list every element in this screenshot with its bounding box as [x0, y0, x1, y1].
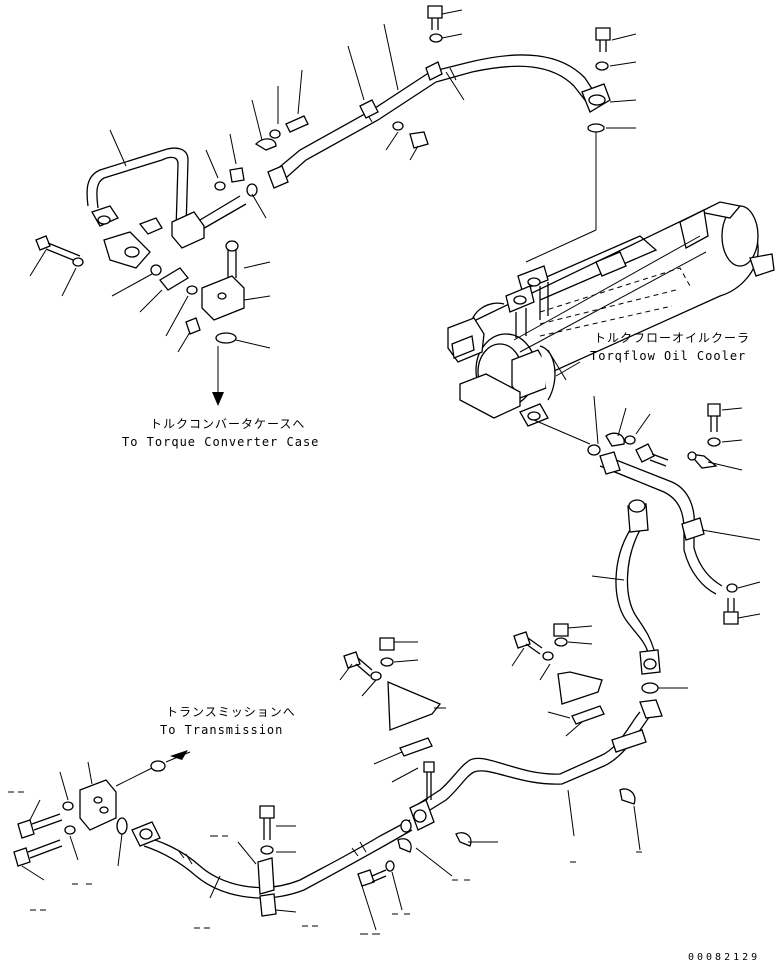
arrow-down-icon [212, 392, 224, 406]
oil-cooler-label-jp: トルクフローオイルクーラ [594, 331, 750, 345]
transmission-label-en: To Transmission [160, 723, 283, 737]
torque-converter-label-en: To Torque Converter Case [122, 435, 319, 449]
torque-converter-label-jp: トルクコンバータケースへ [150, 417, 305, 431]
lower-pipe-assembly [8, 623, 663, 935]
upper-pipe-assembly [29, 5, 637, 392]
arrow-right-icon [170, 750, 188, 760]
transmission-label-jp: トランスミッションへ [166, 705, 296, 719]
oil-cooler-label-en: Torqflow Oil Cooler [590, 349, 746, 363]
right-hose-assembly [587, 395, 761, 694]
oil-cooler [447, 201, 775, 445]
drawing-id: 00082129 [688, 952, 760, 963]
